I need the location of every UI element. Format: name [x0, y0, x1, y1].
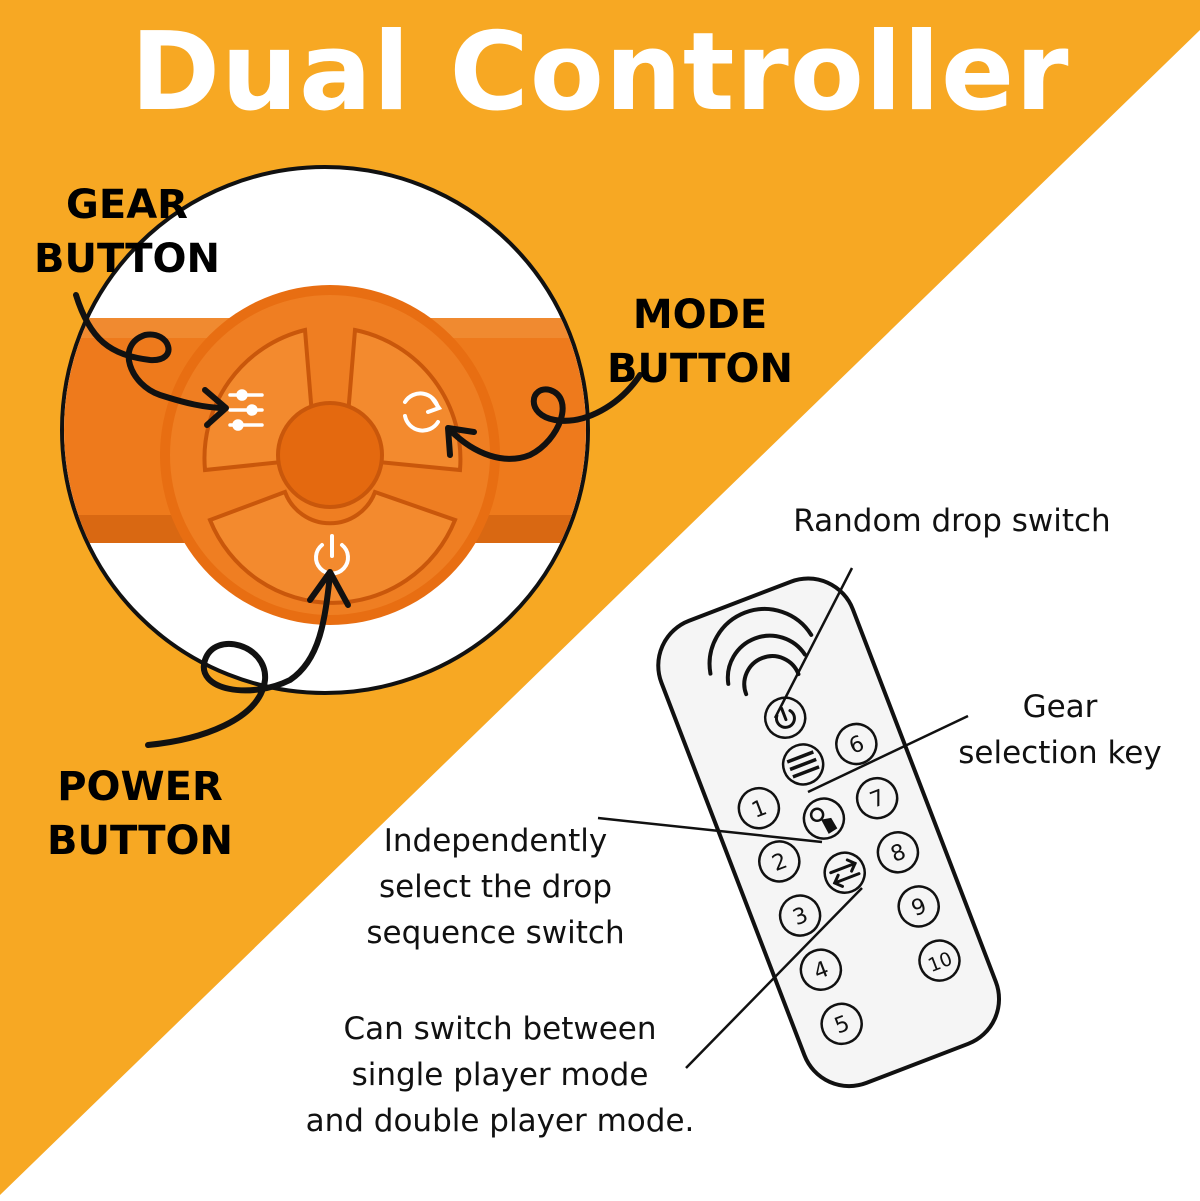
remote-power-key[interactable]: [759, 692, 811, 744]
random-drop-line: [773, 567, 854, 719]
player-mode-line: [685, 887, 863, 1069]
center-knob: [276, 401, 384, 509]
wifi-signal-icon: [707, 607, 814, 697]
hand-tap-icon: [809, 807, 838, 834]
power-icon: [774, 706, 796, 729]
menu-lines-icon: [786, 750, 820, 779]
remote-number-key-1[interactable]: [733, 782, 785, 834]
remote-number-key-7[interactable]: [851, 772, 903, 824]
mode-arrowhead: [445, 425, 477, 458]
swap-arrows-icon: [829, 858, 861, 888]
power-arrowhead: [307, 569, 351, 608]
remote-player-mode-key[interactable]: [819, 847, 871, 899]
gear-arrowhead: [202, 387, 229, 428]
random-drop-label: Random drop switch: [793, 503, 1111, 539]
remote-number-key-8[interactable]: [872, 826, 924, 878]
power-arrow: [145, 572, 333, 748]
gear-arrow: [73, 292, 228, 411]
remote-number-key-2[interactable]: [753, 836, 805, 888]
gear-button-callout: GEAR BUTTON: [34, 182, 220, 282]
remote-number-key-5[interactable]: [816, 998, 868, 1050]
controller-zoom: [60, 165, 590, 695]
player-mode-label: Can switch between single player mode an…: [305, 1011, 695, 1139]
page-title: Dual Controller: [130, 10, 1070, 135]
independent-line: [597, 816, 823, 844]
remote-number-key-4[interactable]: [795, 944, 847, 996]
power-button-callout: POWER BUTTON: [47, 764, 233, 864]
remote-gear-key[interactable]: [777, 739, 829, 791]
gear-selection-line: [807, 714, 969, 794]
sliders-icon: [228, 389, 264, 431]
remote-number-key-9[interactable]: [893, 881, 945, 933]
remote-number-key-10[interactable]: [914, 935, 966, 987]
refresh-icon: [403, 391, 443, 433]
independent-label: Independently select the drop sequence s…: [366, 823, 625, 951]
callout-arrows: [73, 292, 643, 748]
remote-number-key-3[interactable]: [774, 890, 826, 942]
gear-selection-label: Gear selection key: [958, 689, 1162, 771]
mode-arrow: [447, 372, 643, 462]
remote-number-key-6[interactable]: [831, 718, 883, 770]
remote-sequence-key[interactable]: [798, 793, 850, 845]
remote-callout-lines: [597, 567, 969, 1069]
mode-button-callout: MODE BUTTON: [607, 292, 793, 392]
